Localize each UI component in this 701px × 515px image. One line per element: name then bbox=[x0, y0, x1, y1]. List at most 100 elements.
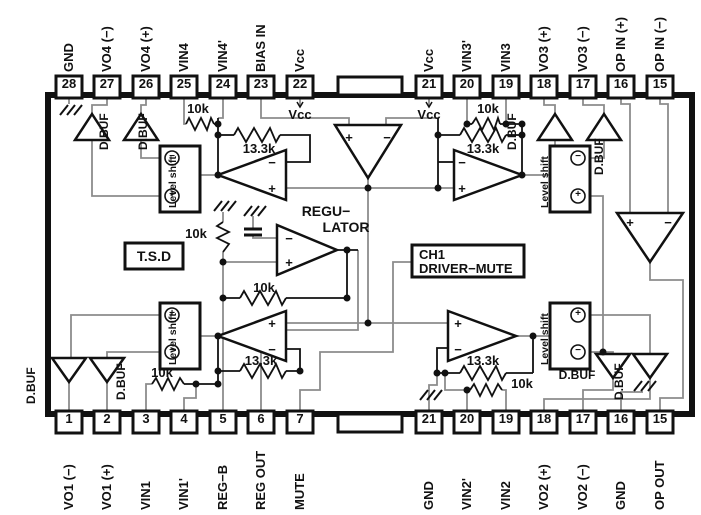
pin-number-top: 20 bbox=[459, 76, 475, 91]
pin-name-top: GND bbox=[61, 43, 76, 72]
pin-number-top: 19 bbox=[498, 76, 514, 91]
plus-circle-icon: + bbox=[575, 308, 581, 319]
resistor-value-10k: 10k bbox=[187, 101, 209, 116]
opamp-minus-sign: − bbox=[285, 231, 293, 246]
resistor-value-13k: 13.3k bbox=[466, 353, 500, 368]
opamp-plus-sign: + bbox=[454, 316, 462, 331]
pin-number-bottom: 20 bbox=[459, 411, 475, 426]
pin-number-top: 15 bbox=[652, 76, 668, 91]
resistor-value-10k: 10k bbox=[511, 376, 533, 391]
pin-number-top: 26 bbox=[138, 76, 154, 91]
pin-name-top: VO3 (+) bbox=[536, 26, 551, 72]
pin-number-bottom: 1 bbox=[65, 411, 73, 426]
regulator-label-line1: REGU− bbox=[301, 203, 351, 219]
pin-name-top: VO4 (−) bbox=[99, 26, 114, 72]
pin-number-bottom: 18 bbox=[536, 411, 552, 426]
pin-number-top: 28 bbox=[61, 76, 77, 91]
dbuf-label: D.BUF bbox=[558, 368, 596, 382]
pin-number-top: 25 bbox=[176, 76, 192, 91]
minus-circle-icon: − bbox=[169, 345, 175, 356]
resistor-value-10k: 10k bbox=[151, 365, 173, 380]
pin-name-bottom: VO2 (+) bbox=[536, 464, 551, 510]
opamp-minus-sign: − bbox=[454, 342, 462, 357]
plus-circle-icon: + bbox=[169, 189, 175, 200]
tsd-block-label: T.S.D bbox=[136, 248, 172, 264]
opamp-minus-sign: − bbox=[268, 155, 276, 170]
pin-name-bottom: GND bbox=[421, 481, 436, 510]
dbuf-label: D.BUF bbox=[114, 363, 128, 400]
pin-number-top: 23 bbox=[253, 76, 269, 91]
pin-number-bottom: 6 bbox=[257, 411, 265, 426]
driver-mute-label-line1: CH1 bbox=[419, 247, 446, 262]
dbuf-label: D.BUF bbox=[97, 113, 111, 150]
resistor-value-13k: 13.3k bbox=[466, 141, 500, 156]
vcc-label: Vcc bbox=[288, 107, 312, 122]
pin-number-bottom: 19 bbox=[498, 411, 514, 426]
pin-name-top: OP IN (−) bbox=[652, 16, 667, 72]
opamp-plus-sign: + bbox=[458, 181, 466, 196]
resistor-value-10k: 10k bbox=[253, 280, 275, 295]
opamp-minus-sign: − bbox=[458, 155, 466, 170]
dbuf-label: D.BUF bbox=[136, 113, 150, 150]
driver-mute-label-line2: DRIVER−MUTE bbox=[419, 261, 513, 276]
pin-name-bottom: OP OUT bbox=[652, 460, 667, 510]
pin-name-top: Vcc bbox=[421, 48, 436, 72]
pin-name-bottom: VO1 (+) bbox=[99, 464, 114, 510]
minus-circle-icon: − bbox=[169, 151, 175, 162]
pin-number-bottom: 15 bbox=[652, 411, 668, 426]
regulator-label-line2: LATOR bbox=[322, 219, 370, 235]
pin-name-bottom: GND bbox=[613, 481, 628, 510]
opamp-minus-sign: − bbox=[664, 215, 672, 230]
pin-number-bottom: 2 bbox=[103, 411, 111, 426]
dbuf-label: D.BUF bbox=[24, 367, 38, 404]
minus-circle-icon: − bbox=[575, 151, 581, 162]
plus-circle-icon: + bbox=[169, 308, 175, 319]
pin-number-bottom: 16 bbox=[613, 411, 629, 426]
opamp-plus-sign: + bbox=[268, 316, 276, 331]
pin-number-top: 16 bbox=[613, 76, 629, 91]
level-shift-label: Level shift bbox=[539, 156, 551, 208]
vcc-label: Vcc bbox=[417, 107, 441, 122]
opamp-plus-sign: + bbox=[345, 130, 353, 145]
pin-number-top: 18 bbox=[536, 76, 552, 91]
pin-name-top: OP IN (+) bbox=[613, 16, 628, 72]
opamp-minus-sign: − bbox=[268, 342, 276, 357]
pin-number-top: 21 bbox=[421, 76, 437, 91]
pin-name-bottom: REG OUT bbox=[253, 450, 268, 510]
pin-name-bottom: VIN1 bbox=[138, 481, 153, 510]
pin-name-top: VIN3' bbox=[459, 40, 474, 72]
pin-number-bottom: 3 bbox=[142, 411, 150, 426]
pin-number-bottom: 21 bbox=[421, 411, 437, 426]
pin-name-top: VO3 (−) bbox=[575, 26, 590, 72]
pin-number-top: 24 bbox=[215, 76, 231, 91]
dbuf-label: D.BUF bbox=[612, 363, 626, 400]
resistor-value-13k: 13.3k bbox=[242, 141, 276, 156]
pin-name-bottom: VO2 (−) bbox=[575, 464, 590, 510]
opamp-plus-sign: + bbox=[285, 255, 293, 270]
pin-number-top: 22 bbox=[292, 76, 308, 91]
opamp-minus-sign: − bbox=[383, 130, 391, 145]
pin-number-bottom: 7 bbox=[296, 411, 304, 426]
pin-name-top: VIN3 bbox=[498, 43, 513, 72]
opamp-plus-sign: + bbox=[268, 181, 276, 196]
pin-name-top: VIN4' bbox=[215, 40, 230, 72]
pin-number-top: 17 bbox=[575, 76, 591, 91]
pin-name-bottom: MUTE bbox=[292, 473, 307, 510]
pin-name-top: VO4 (+) bbox=[138, 26, 153, 72]
pin-number-top: 27 bbox=[99, 76, 115, 91]
pin-number-bottom: 17 bbox=[575, 411, 591, 426]
pin-name-bottom: VIN2 bbox=[498, 481, 513, 510]
dbuf-label: D.BUF bbox=[505, 113, 519, 150]
resistor-value-10k: 10k bbox=[185, 226, 207, 241]
pin-name-bottom: VO1 (−) bbox=[61, 464, 76, 510]
pin-number-bottom: 5 bbox=[219, 411, 227, 426]
dbuf-label: D.BUF bbox=[592, 138, 606, 175]
resistor-value-10k: 10k bbox=[477, 101, 499, 116]
pin-name-top: Vcc bbox=[292, 48, 307, 72]
pin-name-top: BIAS IN bbox=[253, 24, 268, 72]
resistor-value-13k: 13.3k bbox=[244, 353, 278, 368]
opamp-plus-sign: + bbox=[626, 215, 634, 230]
pin-name-bottom: VIN1' bbox=[176, 478, 191, 510]
